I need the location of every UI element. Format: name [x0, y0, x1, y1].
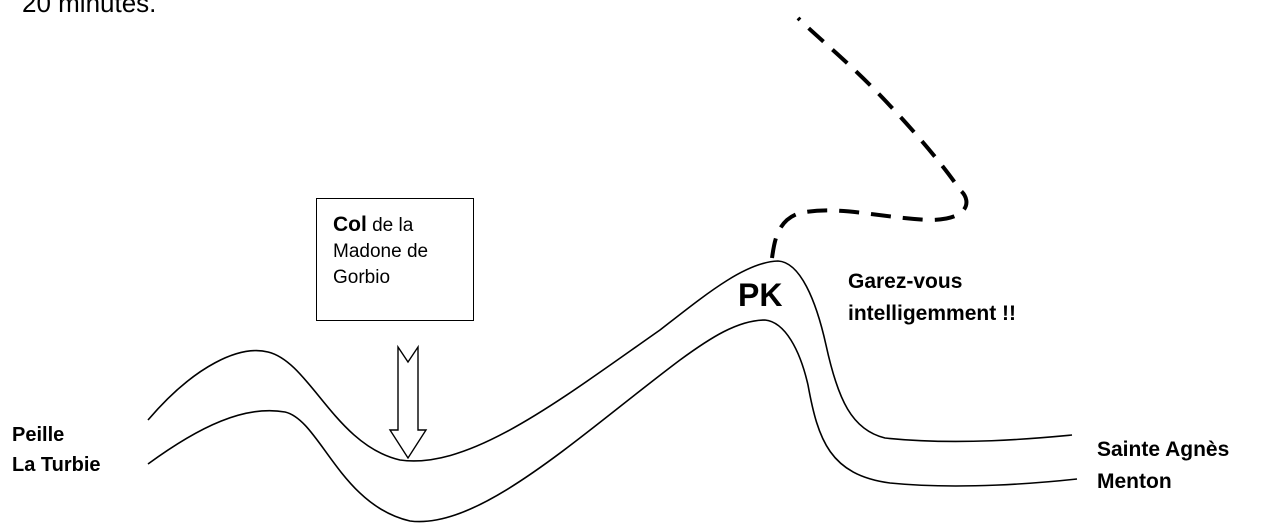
col-callout-box: Col de la Madone de Gorbio [316, 198, 474, 321]
road-edge-upper [147, 260, 1073, 462]
intro-text-fragment: 20 minutes. [22, 0, 157, 18]
destination-menton: Menton [1097, 469, 1172, 493]
callout-bold-word: Col [333, 213, 367, 236]
callout-line-3: Gorbio [333, 266, 391, 288]
parking-note-line-2: intelligemment !! [848, 301, 1017, 325]
destination-la-turbie: La Turbie [12, 454, 101, 477]
col-arrow [388, 344, 428, 460]
callout-line-2: Madone de [333, 241, 429, 263]
callout-line-1-rest: de la [366, 215, 414, 236]
destination-peille: Peille [12, 424, 65, 446]
parking-note-line-1: Garez-vous [848, 270, 963, 293]
footpath-dashed [770, 16, 969, 259]
parking-marker-label: PK [738, 277, 783, 313]
parking-note: Garez-vous intelligemment !! [848, 266, 1016, 330]
road-edge-lower [147, 319, 1078, 523]
callout-line-1: Col de la [333, 211, 463, 239]
right-destinations: Sainte Agnès Menton [1097, 434, 1229, 498]
left-destinations: Peille La Turbie [12, 420, 101, 481]
destination-sainte-agnes: Sainte Agnès [1097, 438, 1230, 461]
